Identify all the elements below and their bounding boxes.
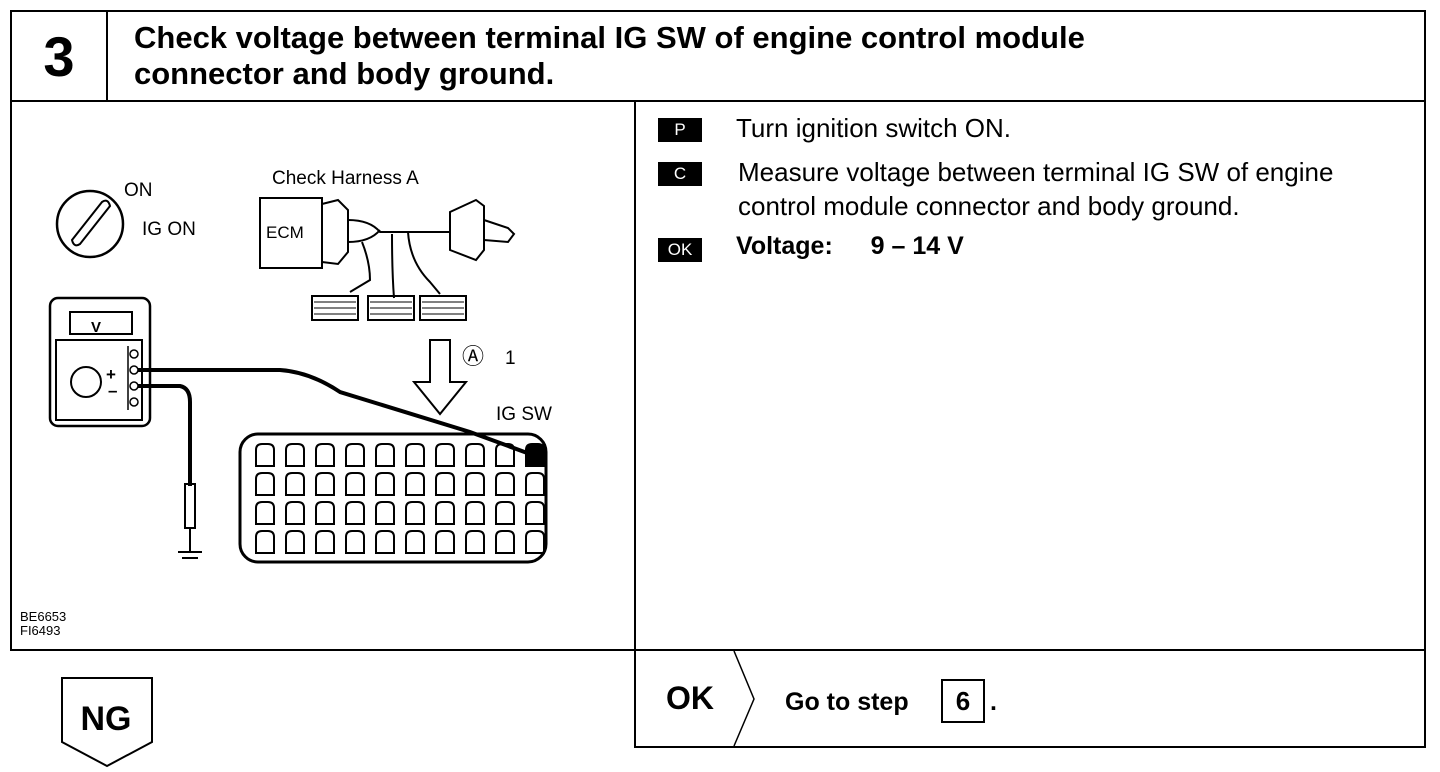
connector-pin	[255, 472, 275, 496]
connector-pin	[495, 443, 515, 467]
step-number: 3	[43, 24, 75, 88]
connector-pin	[435, 501, 455, 525]
ig-sw-terminal	[525, 443, 545, 467]
go-to-step-link[interactable]: 6	[941, 679, 985, 723]
harness-label: Check Harness A	[272, 168, 419, 189]
step-number-box	[10, 10, 108, 102]
connector-pin	[255, 443, 275, 467]
figure-codes: BE6653 FI6493	[20, 610, 66, 638]
connector-pin	[525, 530, 545, 554]
connector-pin	[315, 443, 335, 467]
meter-plus-label: +	[106, 365, 116, 384]
connector-pin	[375, 530, 395, 554]
figure-code-1: BE6653	[20, 609, 67, 624]
ignition-switch-icon	[55, 189, 125, 259]
connector-pin	[465, 530, 485, 554]
ig-on-label: IG ON	[142, 219, 196, 240]
wiring-diagram: ON IG ON Check Harness A ECM Ⓐ 1 IG SW V…	[48, 168, 552, 564]
result-ng-label: NG	[80, 700, 132, 738]
connector-pin	[435, 443, 455, 467]
connector-pin	[405, 501, 425, 525]
connector-pin	[525, 472, 545, 496]
connector-pin	[435, 472, 455, 496]
connector-pin	[345, 501, 365, 525]
connector-pin-label: 1	[505, 348, 516, 369]
connector-pin	[495, 472, 515, 496]
result-ok-box	[634, 651, 1426, 748]
voltage-spec-label: Voltage:	[736, 232, 833, 260]
connector-pin	[345, 530, 365, 554]
connector-pin	[465, 472, 485, 496]
connector-pin	[285, 530, 305, 554]
procedure-check-line2: control module connector and body ground…	[738, 191, 1240, 221]
connector-pins	[255, 443, 545, 554]
figure-code-2: FI6493	[20, 623, 61, 638]
switch-on-label: ON	[124, 180, 153, 201]
voltage-spec: Voltage: 9 – 14 V	[736, 232, 964, 261]
connector-pin	[435, 530, 455, 554]
voltmeter-icon	[48, 296, 152, 428]
connector-pin	[405, 472, 425, 496]
connector-pin	[255, 530, 275, 554]
procedure-step-prep: Turn ignition switch ON.	[736, 113, 1012, 143]
connector-pin	[345, 443, 365, 467]
connector-pin	[285, 501, 305, 525]
connector-pin	[465, 501, 485, 525]
connector-pin	[495, 501, 515, 525]
ecm-connector-icon	[238, 432, 548, 564]
connector-pin	[315, 530, 335, 554]
check-harness-icon	[259, 197, 516, 321]
step-title-line2: connector and body ground.	[134, 56, 555, 91]
connector-pin	[495, 530, 515, 554]
connector-pin	[285, 443, 305, 467]
meter-v-label: V	[91, 319, 101, 336]
procedure-panel	[634, 102, 1426, 651]
connector-callout: Ⓐ	[462, 344, 484, 369]
badge-check: C	[658, 162, 702, 186]
ig-sw-label: IG SW	[496, 404, 552, 425]
connector-pin	[345, 472, 365, 496]
negative-lead-wire	[138, 384, 192, 486]
connector-pin	[255, 501, 275, 525]
connector-pin	[315, 501, 335, 525]
ground-probe-icon	[184, 483, 196, 529]
meter-minus-label: –	[108, 381, 117, 400]
connector-pin	[285, 472, 305, 496]
down-arrow-icon	[411, 339, 469, 416]
connector-pin	[525, 501, 545, 525]
connector-pin	[405, 443, 425, 467]
badge-prep: P	[658, 118, 702, 142]
ng-result-shape	[61, 677, 153, 768]
badge-ok: OK	[658, 238, 702, 262]
body-ground-icon	[178, 528, 202, 559]
voltage-spec-value: 9 – 14 V	[870, 232, 964, 260]
connector-pin	[375, 443, 395, 467]
ecm-label: ECM	[266, 223, 304, 242]
chevron-right-icon	[733, 651, 755, 747]
connector-pin	[375, 472, 395, 496]
procedure-step-check: Measure voltage between terminal IG SW o…	[738, 155, 1333, 223]
connector-pin	[465, 443, 485, 467]
positive-lead-wire	[138, 368, 531, 456]
connector-pin	[315, 472, 335, 496]
go-to-step-period: .	[990, 688, 997, 716]
go-to-step-text: Go to step	[785, 688, 909, 716]
diagram-panel	[10, 102, 636, 651]
result-ok-label: OK	[666, 680, 714, 716]
step-title: Check voltage between terminal IG SW of …	[134, 20, 1394, 92]
connector-pin	[405, 530, 425, 554]
step-title-line1: Check voltage between terminal IG SW of …	[134, 20, 1085, 55]
step-header	[10, 10, 1426, 102]
procedure-check-line1: Measure voltage between terminal IG SW o…	[738, 157, 1334, 187]
connector-pin	[375, 501, 395, 525]
